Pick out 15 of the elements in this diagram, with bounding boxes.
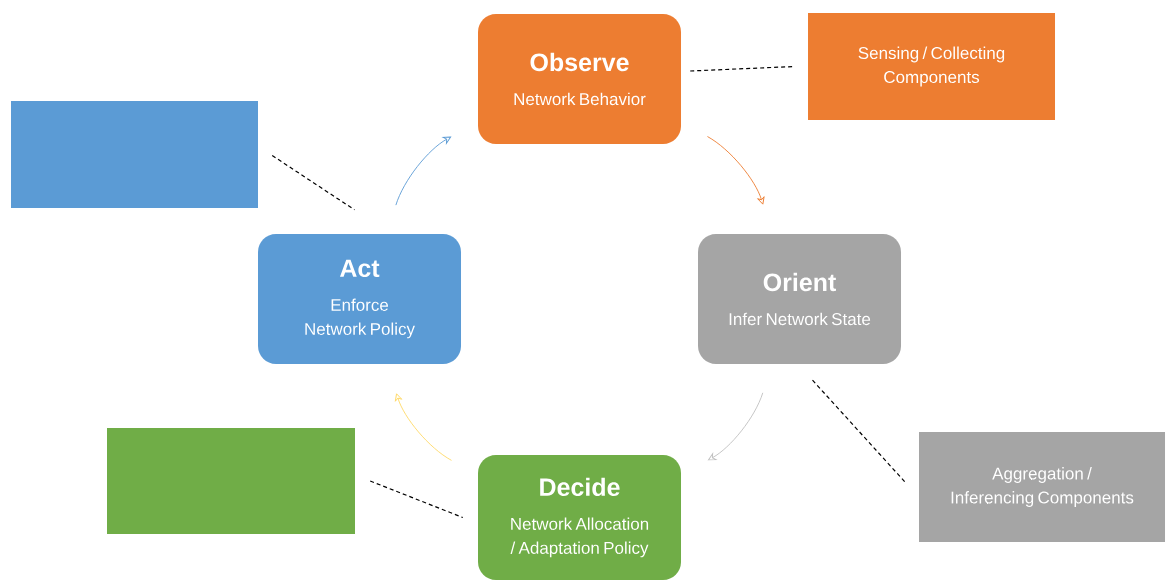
- cycle-arrow: [394, 393, 452, 461]
- component-box: [11, 101, 258, 208]
- component-box: [107, 428, 355, 534]
- leader-line: [271, 154, 356, 211]
- stage-box: Orient Infer Network State: [698, 234, 901, 364]
- stage-box: Act Enforce Network Policy: [258, 234, 461, 364]
- leader-line: [369, 480, 464, 519]
- cycle-arrow: [707, 392, 764, 461]
- component-box: Sensing / Collecting Components: [808, 13, 1055, 120]
- leader-line: [811, 379, 906, 483]
- cycle-arrow: [707, 136, 765, 205]
- stage-box: Decide Network Allocation / Adaptation Policy: [478, 455, 681, 580]
- cycle-arrow: [395, 136, 452, 206]
- component-box: Aggregation / Inferencing Components: [919, 432, 1165, 542]
- stage-box: Observe Network Behavior: [478, 14, 681, 144]
